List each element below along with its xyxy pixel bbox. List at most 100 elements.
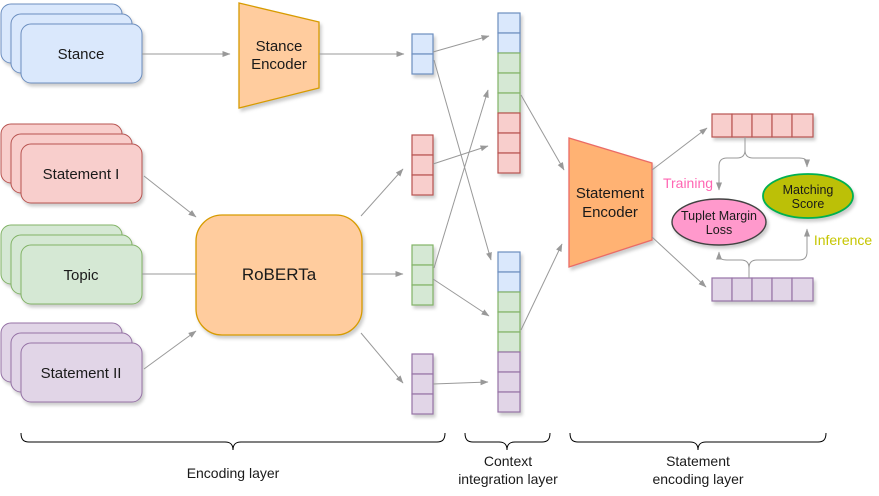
tuplet-margin-loss: Tuplet Margin Loss [671,198,767,246]
context-bottom-cell-purple [497,351,521,373]
statement-ii-vector [411,353,434,415]
stance-card-stack: Stance [0,3,143,84]
topic-vector-cell [411,244,434,266]
arrow-statement-i-vector-to-context-top [432,145,489,165]
matching-score: Matching Score [762,173,854,219]
statement-i-embedding-cell [711,113,733,138]
arrow-roberta-to-statement-ii-vector [360,332,404,384]
topic-vector [411,244,434,306]
statement-i-card-stack: Statement I [0,123,143,204]
context-bottom-cell-purple [497,391,521,413]
statement-ii-embedding-cell [791,277,814,302]
stance-vector [411,33,434,75]
topic-card-label: Topic [63,267,99,284]
topic-vector-cell [411,264,434,286]
encoding-layer-brace [20,432,446,451]
stance-vector-cell [411,33,434,55]
context-top-cell-blue [497,12,521,34]
tuplet-margin-loss-label-line1: Tuplet Margin [681,209,757,223]
statement-ii-vector-cell [411,393,434,415]
statement-i-vector [411,134,434,196]
arrow-statement-i-bar-to-tuplet-margin-loss [716,137,746,191]
statement-i-embedding-cell [751,113,773,138]
encoding-layer-label: Encoding layer [187,465,280,481]
context-bottom-cell-purple [497,371,521,393]
statement-i-vector-cell [411,134,434,156]
arrow-stance-vector-to-context-bottom [433,59,492,261]
context-top-cell-green [497,72,521,94]
statement-ii-embedding-cell [711,277,733,302]
context-bottom-cell-green [497,331,521,353]
statement-ii-embedding-cell [731,277,753,302]
context-vector-top [497,12,521,174]
context-top-cell-green [497,52,521,74]
context-top-cell-blue [497,32,521,54]
context-top-cell-red [497,132,521,154]
stance-encoder: Stance Encoder [238,2,320,109]
statement-encoder-label-line2: Encoder [582,204,638,221]
statement-ii-vector-cell [411,373,434,395]
statement-i-embedding-bar [711,113,814,138]
arrow-statement-ii-vector-to-context-bottom [432,379,489,386]
statement-ii-embedding-bar [711,277,814,302]
arrow-topic-vector-to-context-bottom [432,278,490,317]
context-vector-bottom [497,251,521,413]
arrow-context-top-to-statement-encoder [520,94,565,171]
arrow-statement-ii-bar-to-matching-score [748,228,810,278]
arrow-statement-i-bar-to-matching-score [744,137,810,168]
statement-i-vector-cell [411,174,434,196]
context-top-cell-red [497,152,521,174]
matching-score-label-line1: Matching [783,183,834,197]
statement-ii-embedding-cell [751,277,773,302]
statement-i-card [20,143,143,204]
roberta-encoder: RoBERTa [195,214,363,336]
context-bottom-cell-green [497,311,521,333]
topic-vector-cell [411,284,434,306]
context-integration-layer-label-line1: Context [484,453,532,469]
statement-i-embedding-cell [791,113,814,138]
stance-encoder-label-line1: Stance [256,38,303,55]
statement-ii-card-label: Statement II [41,365,122,382]
statement-encoding-layer-label-line1: Statement [666,453,730,469]
stance-vector-cell [411,53,434,75]
context-bottom-cell-blue [497,251,521,273]
context-top-cell-green [497,92,521,114]
context-integration-layer-label-line2: integration layer [458,471,558,487]
context-bottom-cell-green [497,291,521,313]
arrow-stance-vector-to-context-top [432,35,490,53]
arrow-statement-ii-to-roberta [143,330,197,370]
statement-i-embedding-cell [771,113,793,138]
statement-encoding-layer-label-line2: encoding layer [652,471,743,487]
arrow-statement-encoder-to-statement-ii-bar [651,236,707,288]
arrow-statement-i-to-roberta [143,175,197,218]
stance-encoder-shape [238,2,320,109]
inference-label: Inference [814,232,873,248]
statement-ii-embedding-cell [771,277,793,302]
context-top-cell-red [497,112,521,134]
statement-encoder-label-line1: Statement [576,185,645,202]
context-integration-layer-brace [464,432,551,451]
matching-score-ellipse [762,173,854,219]
arrow-statement-encoder-to-statement-i-bar [651,127,708,171]
training-label: Training [663,175,713,191]
statement-encoding-layer-brace [569,432,827,451]
arrow-topic-vector-to-context-top [433,89,489,269]
statement-ii-card [20,342,143,403]
arrow-statement-ii-bar-to-tuplet-margin-loss [716,251,750,278]
roberta-label: RoBERTa [242,265,317,284]
tuplet-margin-loss-label-line2: Loss [706,223,732,237]
roberta-shape [195,214,363,336]
statement-encoder: Statement Encoder [568,137,653,268]
statement-ii-vector-cell [411,353,434,375]
statement-i-vector-cell [411,154,434,176]
matching-score-label-line2: Score [792,197,825,211]
stance-card-label: Stance [58,46,105,63]
topic-card-stack: Topic [0,224,143,305]
arrow-context-bottom-to-statement-encoder [520,243,563,331]
arrow-roberta-to-statement-i-vector [360,168,404,217]
context-bottom-cell-blue [497,271,521,293]
statement-i-embedding-cell [731,113,753,138]
statement-i-card-label: Statement I [43,166,120,183]
statement-encoder-shape [568,137,653,268]
